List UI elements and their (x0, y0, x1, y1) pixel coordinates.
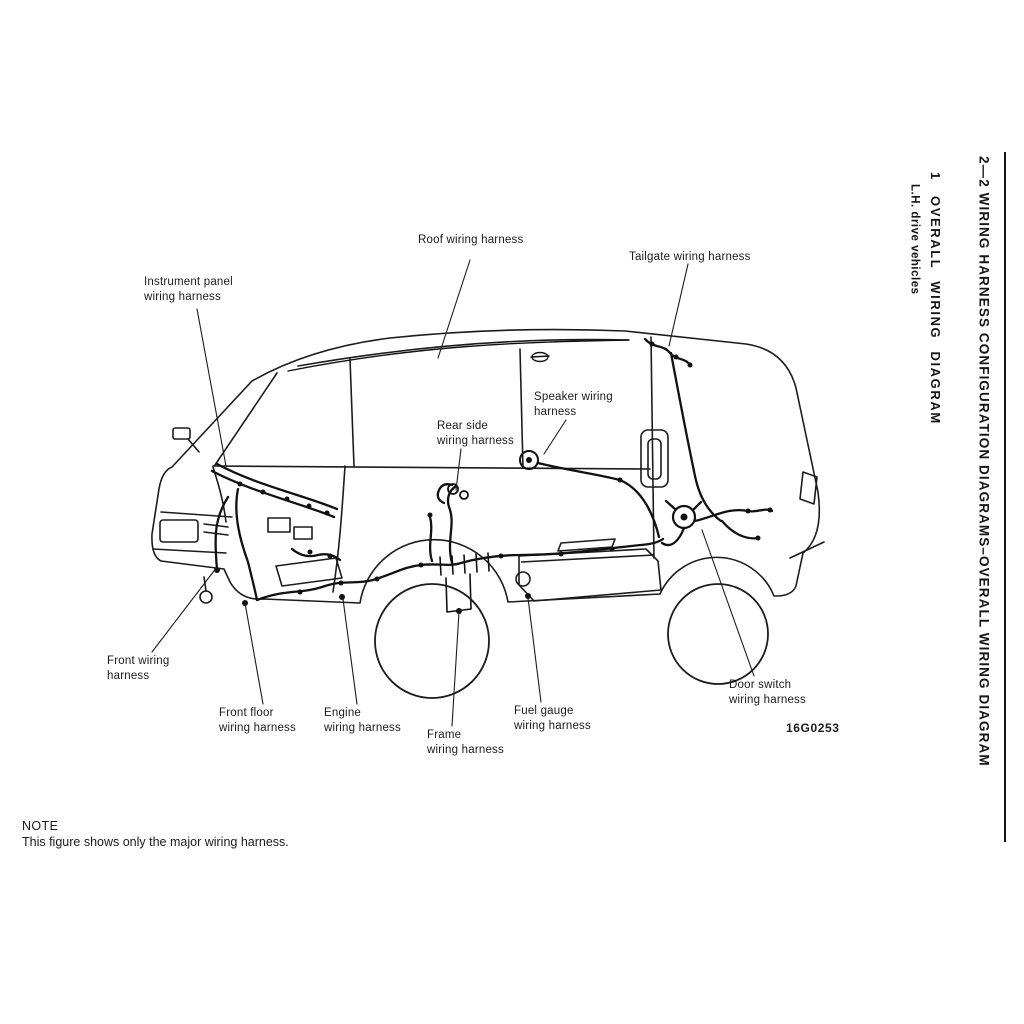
figure-label-roof: Roof wiring harness (418, 234, 524, 246)
note-body: This figure shows only the major wiring … (22, 835, 289, 850)
door-switch-harness (693, 508, 774, 523)
leader-front (151, 566, 218, 653)
floor-harness (255, 537, 665, 602)
figure-label-tailgate: Tailgate wiring harness (629, 251, 751, 263)
note-block: NOTE This figure shows only the major wi… (22, 818, 289, 851)
connector-dots (214, 341, 773, 614)
wheels (374, 583, 769, 699)
figure-label-engine: Engine wiring harness (324, 707, 401, 735)
speaker-grommet (519, 450, 539, 470)
figure-label-fuel-gauge: Fuel gauge wiring harness (514, 705, 591, 733)
van-body-outline (151, 328, 825, 604)
leader-rear-side (455, 448, 462, 491)
instrument-panel-harness (210, 469, 336, 519)
frame-harness (439, 552, 490, 613)
front-harness (214, 495, 230, 571)
rear-side-harness (446, 484, 458, 565)
note-heading: NOTE (22, 819, 59, 833)
leader-instrument (196, 308, 227, 467)
fuel-tank (515, 538, 662, 602)
leader-tailgate (668, 263, 689, 347)
wiring-harness-lines (210, 337, 774, 602)
section-title: OVERALL WIRING DIAGRAM (928, 196, 943, 425)
door-switch-grommet (671, 504, 697, 530)
leader-front-floor (244, 602, 264, 705)
figure-label-instrument: Instrument panel wiring harness (144, 276, 233, 304)
section-number: 1 (928, 172, 943, 180)
roof-harness (287, 339, 630, 372)
rear-wheel (667, 583, 769, 685)
leader-engine (342, 598, 358, 705)
front-wheel (374, 583, 490, 699)
page-header-title: 2—2 WIRING HARNESS CONFIGURATION DIAGRAM… (976, 156, 992, 767)
leader-lines (151, 259, 755, 727)
leader-door-switch (701, 529, 755, 677)
figure-label-front-floor: Front floor wiring harness (219, 707, 296, 735)
figure-label-frame: Frame wiring harness (427, 729, 504, 757)
engine-harness (290, 547, 342, 562)
figure-label-rear-side: Rear side wiring harness (437, 420, 514, 448)
figure-label-front: Front wiring harness (107, 655, 170, 683)
figure-label-speaker: Speaker wiring harness (534, 391, 613, 419)
figure-code: 16G0253 (786, 721, 840, 735)
header-rule (1004, 152, 1006, 842)
leader-roof (437, 259, 471, 359)
leader-fuel-gauge (527, 597, 542, 703)
figure-label-door-switch: Door switch wiring harness (729, 679, 806, 707)
leader-speaker (543, 419, 567, 455)
section-subtitle: L.H. drive vehicles (908, 184, 921, 295)
leader-frame (451, 611, 460, 727)
